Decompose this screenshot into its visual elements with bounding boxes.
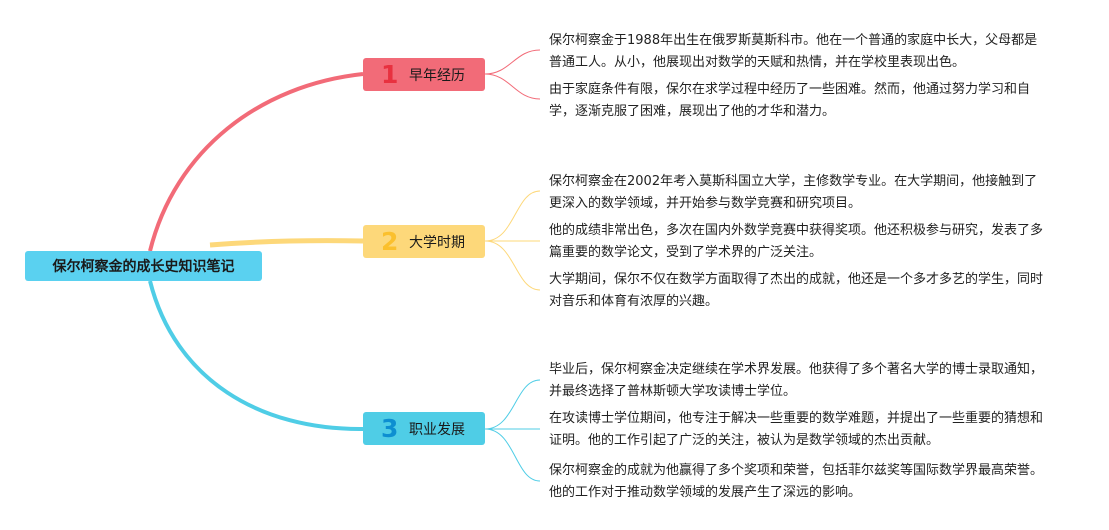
connector-root-branch-2	[209, 238, 364, 248]
connector-branch-3-note-3	[484, 428, 541, 482]
note-3-2[interactable]: 在攻读博士学位期间，他专注于解决一些重要的数学难题，并提出了一些重要的猜想和证明…	[549, 411, 1044, 448]
note-3-1[interactable]: 毕业后，保尔柯察金决定继续在学术界发展。他获得了多个著名大学的博士录取通知，并最…	[549, 362, 1044, 399]
note-2-1[interactable]: 保尔柯察金在2002年考入莫斯科国立大学，主修数学专业。在大学期间，他接触到了更…	[549, 174, 1038, 211]
connector-branch-2-note-1	[484, 190, 541, 242]
branch-label: 早年经历	[409, 67, 465, 84]
connector-root-branch-1	[148, 72, 364, 252]
connector-root-branch-3	[148, 280, 364, 432]
note-3-3[interactable]: 保尔柯察金的成就为他赢得了多个奖项和荣誉，包括菲尔兹奖等国际数学界最高荣誉。他的…	[549, 463, 1044, 500]
branch-number-1: 1	[381, 60, 399, 89]
note-1-1[interactable]: 保尔柯察金于1988年出生在俄罗斯莫斯科市。他在一个普通的家庭中长大，父母都是普…	[549, 33, 1038, 70]
connector-branch-3-note-1	[484, 379, 541, 430]
branch-topic-university[interactable]: 2 大学时期	[363, 225, 485, 258]
connector-branch-1-note-1	[484, 49, 541, 75]
branch-label: 职业发展	[409, 421, 465, 438]
connector-branch-1-note-2	[484, 73, 541, 100]
branch-topic-early-life[interactable]: 1 早年经历	[363, 58, 485, 91]
branch-number-2: 2	[381, 227, 399, 256]
note-2-2[interactable]: 他的成绩非常出色，多次在国内外数学竞赛中获得奖项。他还积极参与研究，发表了多篇重…	[549, 223, 1044, 260]
note-1-2[interactable]: 由于家庭条件有限，保尔在求学过程中经历了一些困难。然而，他通过努力学习和自学，逐…	[549, 82, 1031, 119]
branch-number-3: 3	[381, 414, 399, 443]
note-2-3[interactable]: 大学期间，保尔不仅在数学方面取得了杰出的成就，他还是一个多才多艺的学生，同时对音…	[549, 272, 1044, 309]
branch-label: 大学时期	[409, 234, 465, 251]
root-topic[interactable]: 保尔柯察金的成长史知识笔记	[25, 251, 262, 281]
connector-branch-2-note-3	[484, 240, 541, 291]
branch-topic-career[interactable]: 3 职业发展	[363, 412, 485, 445]
root-topic-label: 保尔柯察金的成长史知识笔记	[52, 259, 235, 275]
